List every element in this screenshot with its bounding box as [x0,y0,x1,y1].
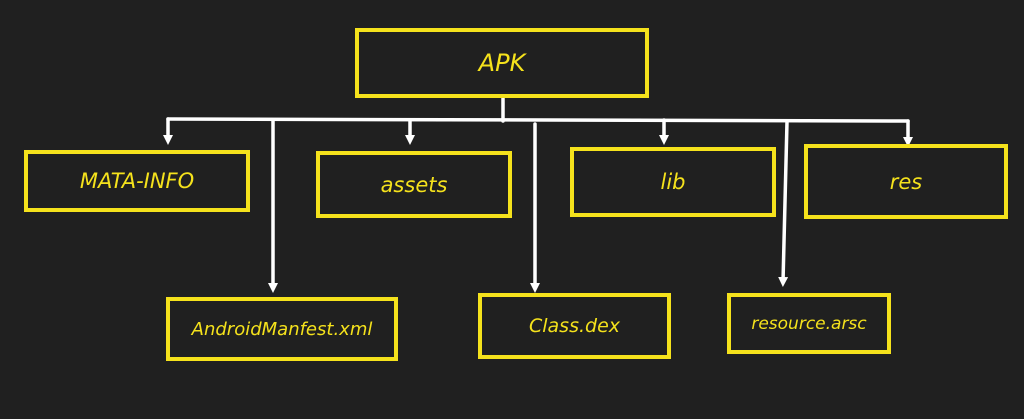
node-mata-info: MATA-INFO [24,150,250,212]
horizontal-bus [166,117,910,123]
node-apk-label: APK [478,49,526,77]
node-assets-label: assets [380,172,448,197]
node-lib-label: lib [660,170,686,194]
node-assets: assets [316,151,512,218]
arrow-to-resource-arsc [778,120,789,287]
node-resource-arsc: resource.arsc [727,293,891,354]
node-mata-info-label: MATA-INFO [79,169,195,193]
node-androidmanifest-label: AndroidManfest.xml [191,318,373,340]
node-class-dex: Class.dex [478,293,671,359]
node-resource-arsc-label: resource.arsc [751,313,867,334]
node-apk: APK [355,28,649,98]
node-res: res [804,144,1008,219]
node-res-label: res [889,169,923,194]
node-class-dex-label: Class.dex [528,315,621,337]
node-androidmanifest: AndroidManfest.xml [166,297,398,361]
node-lib: lib [570,147,776,217]
